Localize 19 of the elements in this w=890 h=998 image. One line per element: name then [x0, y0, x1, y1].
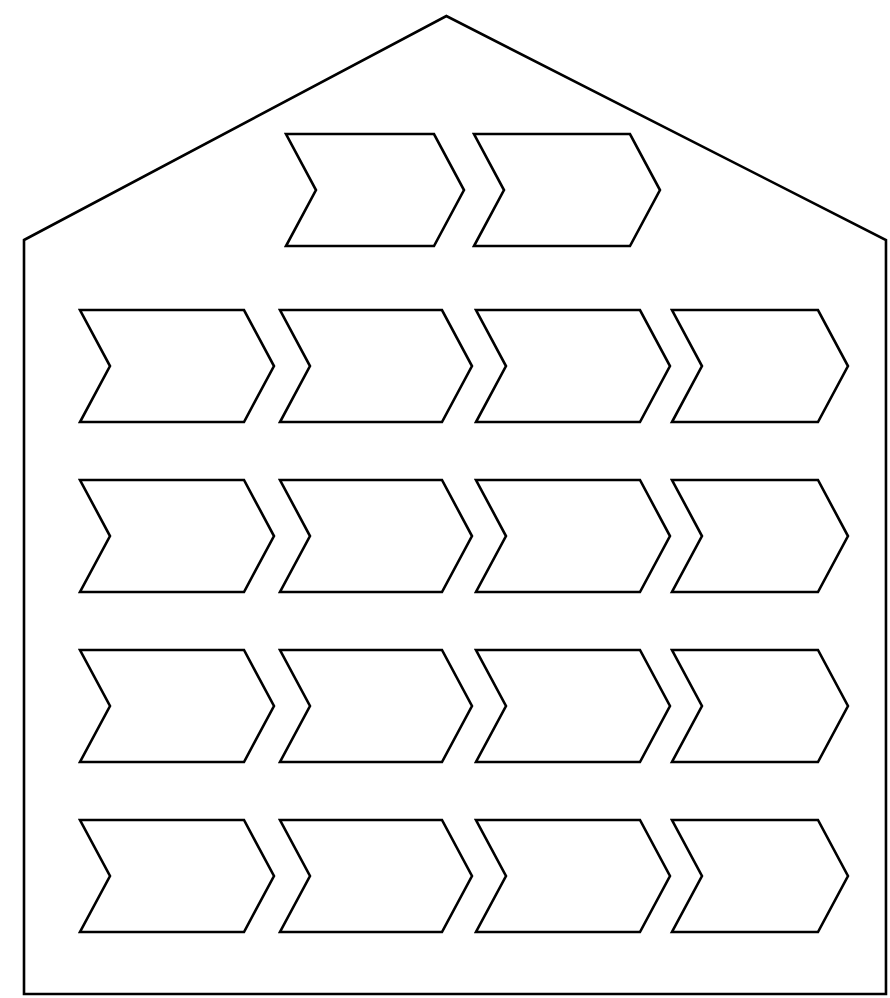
chevron-shape — [77, 818, 276, 934]
chevron-shape — [473, 478, 672, 594]
house-outline — [22, 14, 888, 996]
chevron-shape — [277, 478, 474, 594]
chevron-shape — [473, 648, 672, 764]
chevron-shape — [77, 308, 276, 424]
chevron-shape — [473, 308, 672, 424]
chevron-shape — [669, 818, 850, 934]
chevron-shape — [77, 478, 276, 594]
chevron-shape — [473, 818, 672, 934]
chevron-shape — [277, 308, 474, 424]
chevron-shape — [277, 818, 474, 934]
chevron-shape — [669, 478, 850, 594]
chevron-shape — [77, 648, 276, 764]
chevron-shape — [283, 132, 466, 248]
chevron-shape — [669, 648, 850, 764]
chevron-shape — [471, 132, 662, 248]
chevron-shape — [669, 308, 850, 424]
chevron-shape — [277, 648, 474, 764]
